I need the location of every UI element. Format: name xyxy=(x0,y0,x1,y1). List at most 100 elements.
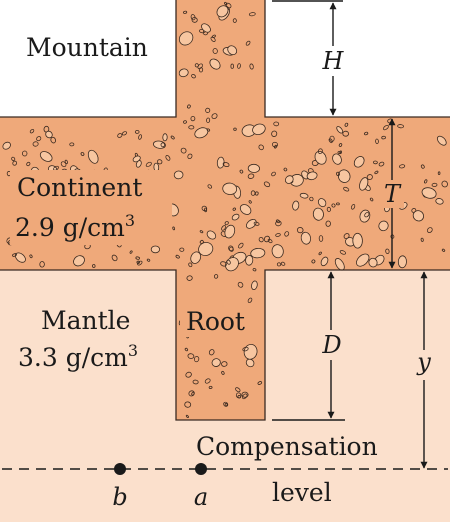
pebble xyxy=(245,40,251,46)
pebble xyxy=(208,385,213,389)
pebble xyxy=(69,142,75,147)
pebble xyxy=(191,391,195,396)
pebble xyxy=(224,1,228,6)
pebble xyxy=(318,235,324,242)
pebble xyxy=(312,207,324,221)
continent-crust xyxy=(0,0,450,420)
pebble xyxy=(184,401,192,408)
pebble xyxy=(187,353,195,359)
pebble xyxy=(208,349,215,356)
pebble xyxy=(271,171,276,177)
d-dimension-label: D xyxy=(321,331,341,359)
pebble xyxy=(211,113,218,120)
pebble xyxy=(36,136,42,142)
pebble xyxy=(179,247,185,252)
pebble xyxy=(249,63,254,70)
pebble xyxy=(353,156,365,168)
pebble xyxy=(117,133,123,138)
root-label: Root xyxy=(186,307,245,336)
pebble xyxy=(426,227,433,233)
pebble xyxy=(239,204,252,215)
point-b-marker xyxy=(114,463,126,475)
pebble xyxy=(190,251,202,264)
pebble xyxy=(280,261,286,266)
pebble xyxy=(397,255,407,269)
pebble xyxy=(237,281,244,288)
pebble xyxy=(435,198,444,205)
pebble xyxy=(170,135,175,140)
pebble xyxy=(212,48,218,54)
pebble xyxy=(251,280,258,291)
pebble xyxy=(87,149,99,164)
pebble xyxy=(343,186,350,192)
pebble xyxy=(190,116,196,122)
pebble xyxy=(436,135,447,146)
pebble xyxy=(339,250,347,255)
pebble xyxy=(252,268,257,272)
pebble xyxy=(331,203,336,208)
pebble xyxy=(273,121,280,127)
pebble xyxy=(245,219,257,229)
pebble xyxy=(12,160,18,166)
mantle-density-exponent: 3 xyxy=(128,341,138,360)
pebble xyxy=(250,247,266,259)
pebble xyxy=(188,390,195,397)
pebble xyxy=(178,68,189,78)
pebble xyxy=(299,192,309,199)
pebble xyxy=(222,182,238,195)
pebble xyxy=(237,63,241,69)
mantle-density-value: 3.3 g/cm xyxy=(18,343,128,372)
pebble xyxy=(45,130,53,139)
pebble xyxy=(381,135,386,140)
pebble xyxy=(247,163,260,173)
continent-label-bg xyxy=(10,170,172,245)
pebble xyxy=(239,169,244,174)
continent-density-exponent: 3 xyxy=(125,211,135,230)
pebble xyxy=(296,226,304,234)
pebble xyxy=(39,261,45,268)
pebble xyxy=(207,184,213,189)
pebble xyxy=(231,213,240,221)
pebble xyxy=(397,124,404,129)
pebble xyxy=(263,181,271,188)
pebble xyxy=(237,395,242,399)
pebble xyxy=(111,254,118,262)
pebble xyxy=(206,117,211,123)
pebble xyxy=(275,219,281,223)
pebble xyxy=(248,12,256,17)
pebble xyxy=(252,123,266,135)
pebble xyxy=(275,220,282,227)
pebble xyxy=(230,63,234,69)
pebble xyxy=(224,403,228,407)
pebble xyxy=(232,18,237,23)
pebble xyxy=(274,144,278,149)
mantle-density-label: 3.3 g/cm3 xyxy=(18,341,138,372)
pebble xyxy=(332,153,342,165)
pebble xyxy=(359,177,369,191)
pebble xyxy=(29,254,33,259)
pebble xyxy=(337,151,342,155)
pebble xyxy=(92,264,96,268)
pebble xyxy=(263,235,271,243)
h-dimension-label: H xyxy=(322,47,345,75)
pebble xyxy=(64,159,68,165)
pebble xyxy=(121,131,128,136)
pebble xyxy=(441,248,446,252)
point-a-label: a xyxy=(194,483,208,511)
pebble xyxy=(421,187,437,199)
pebble xyxy=(135,160,142,168)
pebble xyxy=(228,245,234,252)
pebble xyxy=(424,179,428,184)
pebble xyxy=(206,230,217,240)
pebble xyxy=(336,202,340,206)
root-label-bg xyxy=(180,305,260,337)
pebble xyxy=(271,244,284,259)
pebble xyxy=(318,251,322,256)
pebble xyxy=(2,141,11,150)
pebble xyxy=(420,237,424,242)
pebble xyxy=(227,45,238,56)
pebble xyxy=(194,63,199,68)
pebble xyxy=(50,136,56,144)
t-dimension-label: T xyxy=(384,180,402,208)
